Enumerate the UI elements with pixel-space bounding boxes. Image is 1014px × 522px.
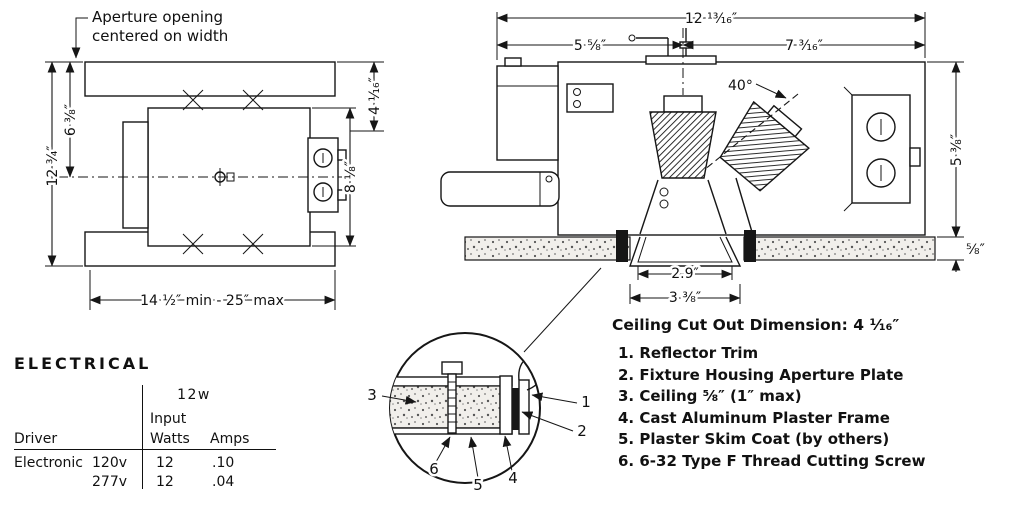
callout-5: 5	[473, 476, 483, 494]
section-view: 40° 12 ¹³⁄₁₆″ 5 ⅝″ 7 ³⁄₁₆″	[440, 9, 987, 309]
angle-callout: 40°	[726, 76, 787, 99]
header-watts: Watts	[150, 431, 190, 447]
dim-plan-width-range: 14 ½″ min - 25″ max	[89, 270, 336, 312]
lamp-tilt-axis	[703, 93, 799, 171]
header-driver: Driver	[14, 431, 58, 447]
plan-center-symbol	[214, 168, 235, 186]
header-amps: Amps	[210, 431, 250, 447]
section-ceiling	[464, 230, 936, 267]
detail-contents	[390, 356, 540, 435]
row2-amps: .04	[212, 474, 235, 490]
dim-plan-width-range-label: 14 ½″ min - 25″ max	[140, 293, 284, 309]
plan-view: 12 ¾″ 6 ⅜″ 4 ¹⁄₁₆″ 8 ⅛″	[43, 17, 386, 312]
plan-left-flange	[122, 121, 149, 229]
section-junction-box	[843, 86, 921, 212]
electrical-section: ELECTRICAL 12w Input Driver Watts Amps E…	[14, 354, 300, 493]
detail-view: 3 1 2 6 5 4	[365, 267, 602, 497]
electrical-title: ELECTRICAL	[14, 354, 152, 373]
system-watts: 12w	[177, 387, 211, 403]
dim-plan-half-height-label: 6 ⅜″	[63, 104, 79, 136]
reflector-angled-cone	[719, 100, 810, 192]
detail-spring-clip	[518, 356, 540, 391]
table-vertical-rule	[142, 385, 143, 489]
dim-plan-aperture: 4 ¹⁄₁₆″	[337, 61, 386, 132]
aperture-note-line2: centered on width	[92, 27, 229, 45]
dim-section-total-width-label: 12 ¹³⁄₁₆″	[685, 11, 737, 27]
dim-plan-half-height: 6 ⅜″	[61, 61, 82, 178]
section-driver-cylinder	[440, 171, 560, 207]
note-item-6: 6. 6-32 Type F Thread Cutting Screw	[618, 451, 926, 470]
notes-section: Ceiling Cut Out Dimension: 4 ¹⁄₁₆″ 1. Re…	[612, 316, 1012, 472]
dim-trim-outer: 3 ⅜″	[629, 284, 741, 309]
note-item-4: 4. Cast Aluminum Plaster Frame	[618, 408, 890, 427]
table-horizontal-rule	[14, 449, 276, 450]
dim-ceiling-thickness: ⅝″	[937, 225, 987, 272]
section-left-box	[496, 57, 559, 161]
detail-screw	[441, 361, 463, 434]
dim-trim-inner-label: 2.9″	[671, 266, 699, 282]
reflector-vertical-cone	[649, 111, 717, 179]
section-terminal-block	[566, 83, 614, 113]
dim-plan-body-height: 8 ⅛″	[312, 107, 362, 247]
callout-2: 2	[577, 422, 587, 440]
dim-plan-total-height: 12 ¾″	[43, 61, 83, 267]
input-label: Input	[150, 411, 187, 427]
dim-plan-total-height-label: 12 ¾″	[45, 145, 61, 186]
dim-section-total-width: 12 ¹³⁄₁₆″	[496, 9, 926, 60]
dim-trim-outer-label: 3 ⅜″	[669, 290, 701, 306]
row1-driver: Electronic	[14, 455, 84, 471]
dim-section-right-label: 7 ³⁄₁₆″	[785, 38, 823, 54]
detail-callouts: 3 1 2 6 5 4	[365, 384, 594, 497]
plaster-frame-clip-right	[744, 230, 756, 262]
cutout-dimension-title: Ceiling Cut Out Dimension: 4 ¹⁄₁₆″	[612, 316, 900, 334]
dim-ceiling-thickness-label: ⅝″	[966, 242, 985, 258]
row1-voltage: 120v	[92, 455, 128, 471]
dim-section-right: 7 ³⁄₁₆″	[682, 36, 926, 57]
dim-section-left: 5 ⅝″	[496, 36, 684, 57]
plaster-frame-clip-left	[616, 230, 628, 262]
section-reflector-assembly	[639, 95, 810, 235]
dim-plan-body-height-label: 8 ⅛″	[343, 161, 359, 193]
note-item-3: 3. Ceiling ⅝″ (1″ max)	[618, 387, 802, 405]
callout-4: 4	[508, 469, 518, 487]
row1-watts: 12	[156, 455, 174, 471]
aperture-note-leader	[71, 17, 88, 59]
dim-section-height: 5 ⅜″	[927, 61, 968, 238]
aperture-note: Aperture opening centered on width	[92, 8, 228, 46]
row2-voltage: 277v	[92, 474, 128, 490]
note-item-2: 2. Fixture Housing Aperture Plate	[618, 365, 904, 384]
callout-3: 3	[367, 386, 377, 404]
aperture-note-line1: Aperture opening	[92, 8, 224, 26]
detail-trim-stack	[499, 356, 540, 435]
dim-section-height-label: 5 ⅜″	[949, 134, 965, 166]
detail-ceiling-block	[390, 385, 501, 429]
row2-watts: 12	[156, 474, 174, 490]
trim-ring-outer	[629, 236, 742, 267]
plan-junction-box	[307, 137, 347, 213]
trim-ring-inner	[637, 236, 733, 263]
electrical-table: 12w Input Driver Watts Amps Electronic 1…	[14, 385, 300, 493]
detail-projection-line	[523, 267, 602, 353]
note-item-5: 5. Plaster Skim Coat (by others)	[618, 430, 890, 448]
dim-section-left-label: 5 ⅝″	[574, 38, 606, 54]
section-hanger-bracket	[628, 28, 717, 65]
note-item-1: 1. Reflector Trim	[618, 344, 759, 362]
row1-amps: .10	[212, 455, 235, 471]
dim-trim-inner: 2.9″	[637, 264, 733, 285]
plan-aperture-corner-marks	[182, 89, 264, 255]
angle-label: 40°	[728, 78, 753, 94]
callout-6: 6	[429, 460, 439, 478]
dim-plan-aperture-label: 4 ¹⁄₁₆″	[367, 77, 383, 115]
callout-1: 1	[581, 393, 591, 411]
